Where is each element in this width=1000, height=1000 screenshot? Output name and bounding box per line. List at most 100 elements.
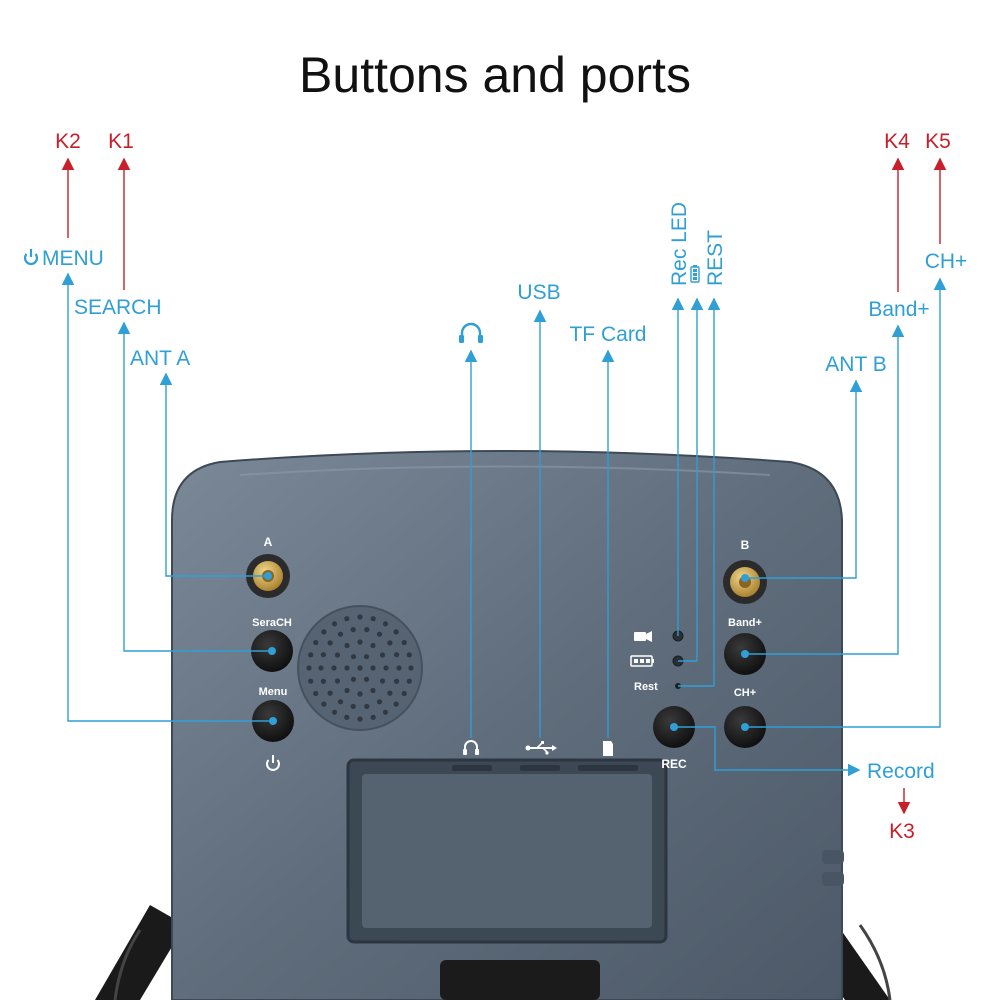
speaker-hole xyxy=(387,690,393,696)
search-leader xyxy=(117,321,272,652)
speaker-hole xyxy=(387,640,393,646)
record-leader xyxy=(674,726,861,777)
speaker-hole xyxy=(334,678,341,684)
k1-label: K1 xyxy=(108,130,134,153)
ant-a-label: ANT A xyxy=(130,347,190,370)
speaker-hole xyxy=(350,627,356,633)
speaker-hole xyxy=(321,701,327,707)
speaker-hole xyxy=(308,652,314,658)
speaker-hole xyxy=(401,639,407,646)
menu-dot xyxy=(269,717,277,725)
speaker-hole xyxy=(331,665,337,671)
usb-port[interactable] xyxy=(520,765,560,771)
antenna-b-device-label: B xyxy=(741,538,750,552)
speaker-hole xyxy=(370,665,376,671)
k4-label: K4 xyxy=(884,130,910,153)
speaker-hole xyxy=(406,652,412,658)
headphone-label-icon xyxy=(459,322,483,343)
speaker-hole xyxy=(344,714,350,720)
ch-plus-dot xyxy=(741,723,749,731)
speaker-hole xyxy=(357,639,363,645)
speaker-hole xyxy=(376,699,383,705)
speaker-hole xyxy=(337,699,344,705)
menu-device-label: Menu xyxy=(259,686,288,698)
battery-label-icon xyxy=(690,265,700,283)
speaker-hole xyxy=(393,629,399,635)
speaker-hole xyxy=(382,621,389,627)
band-plus-label: Band+ xyxy=(868,298,929,321)
speaker-hole xyxy=(382,709,389,715)
band-plus-device-label: Band+ xyxy=(728,617,762,629)
speaker-hole xyxy=(357,716,363,722)
speaker-hole xyxy=(393,701,399,707)
speaker-hole xyxy=(408,665,414,671)
speaker-hole xyxy=(331,621,338,627)
tf-card-label: TF Card xyxy=(569,323,646,346)
speaker-hole xyxy=(376,631,383,637)
speaker-hole xyxy=(313,690,319,697)
speaker-hole xyxy=(363,654,370,660)
record-label: Record xyxy=(867,760,935,783)
rest-device-label: Rest xyxy=(634,681,658,693)
headphone-jack[interactable] xyxy=(452,765,492,771)
speaker-hole xyxy=(337,631,344,637)
speaker-hole xyxy=(350,654,357,660)
speaker-hole xyxy=(370,714,376,720)
menu-leader xyxy=(61,272,273,722)
ch-plus-label: CH+ xyxy=(925,250,968,273)
speaker-hole xyxy=(370,616,376,622)
page-title: Buttons and ports xyxy=(299,47,691,103)
speaker-hole xyxy=(331,709,338,715)
rec-device-label: REC xyxy=(661,757,687,771)
speaker-hole xyxy=(344,642,350,649)
headphone-port-icon xyxy=(463,740,479,755)
speaker-hole xyxy=(357,614,363,620)
speaker-hole xyxy=(344,687,350,694)
speaker-hole xyxy=(364,703,370,710)
ant-a-leader xyxy=(159,372,268,577)
device-body xyxy=(171,450,844,1000)
power-icon xyxy=(266,755,280,771)
speaker-hole xyxy=(401,690,407,697)
search-label: SEARCH xyxy=(74,296,162,319)
band-plus-dot xyxy=(741,650,749,658)
speaker-hole xyxy=(327,640,333,646)
speaker-grille xyxy=(297,605,423,731)
ant-b-dot xyxy=(741,574,749,582)
serach-device-label: SeraCH xyxy=(252,617,292,629)
speaker-hole xyxy=(370,642,376,649)
speaker-hole xyxy=(364,627,370,633)
speaker-hole xyxy=(350,676,357,682)
antenna-a-device-label: A xyxy=(264,535,273,549)
band-plus-leader xyxy=(745,324,905,655)
k2-label: K2 xyxy=(55,130,81,153)
speaker-hole xyxy=(357,691,363,697)
ch-plus-device-label: CH+ xyxy=(734,687,756,699)
k3-label: K3 xyxy=(889,820,915,843)
speaker-hole xyxy=(379,678,386,684)
speaker-hole xyxy=(308,678,314,684)
speaker-hole xyxy=(318,665,324,671)
rec-led-label: Rec LED xyxy=(668,202,691,286)
speaker-hole xyxy=(379,652,386,658)
search-dot xyxy=(268,647,276,655)
ant-a-dot xyxy=(264,572,272,580)
speaker-hole xyxy=(394,678,400,684)
ant-b-leader xyxy=(745,379,863,579)
speaker-hole xyxy=(320,652,326,658)
speaker-hole xyxy=(313,639,319,646)
speaker-hole xyxy=(394,652,400,658)
usb-port-icon xyxy=(525,741,557,755)
ch-plus-leader xyxy=(745,277,947,728)
speaker-hole xyxy=(350,703,356,710)
battery-status-icon xyxy=(630,655,654,667)
k5-label: K5 xyxy=(925,130,951,153)
speaker-hole xyxy=(327,690,333,696)
speaker-hole xyxy=(334,652,341,658)
ant-b-label: ANT B xyxy=(825,353,886,376)
tf-card-slot[interactable] xyxy=(578,765,638,771)
speaker-hole xyxy=(344,665,350,671)
speaker-hole xyxy=(321,629,327,635)
